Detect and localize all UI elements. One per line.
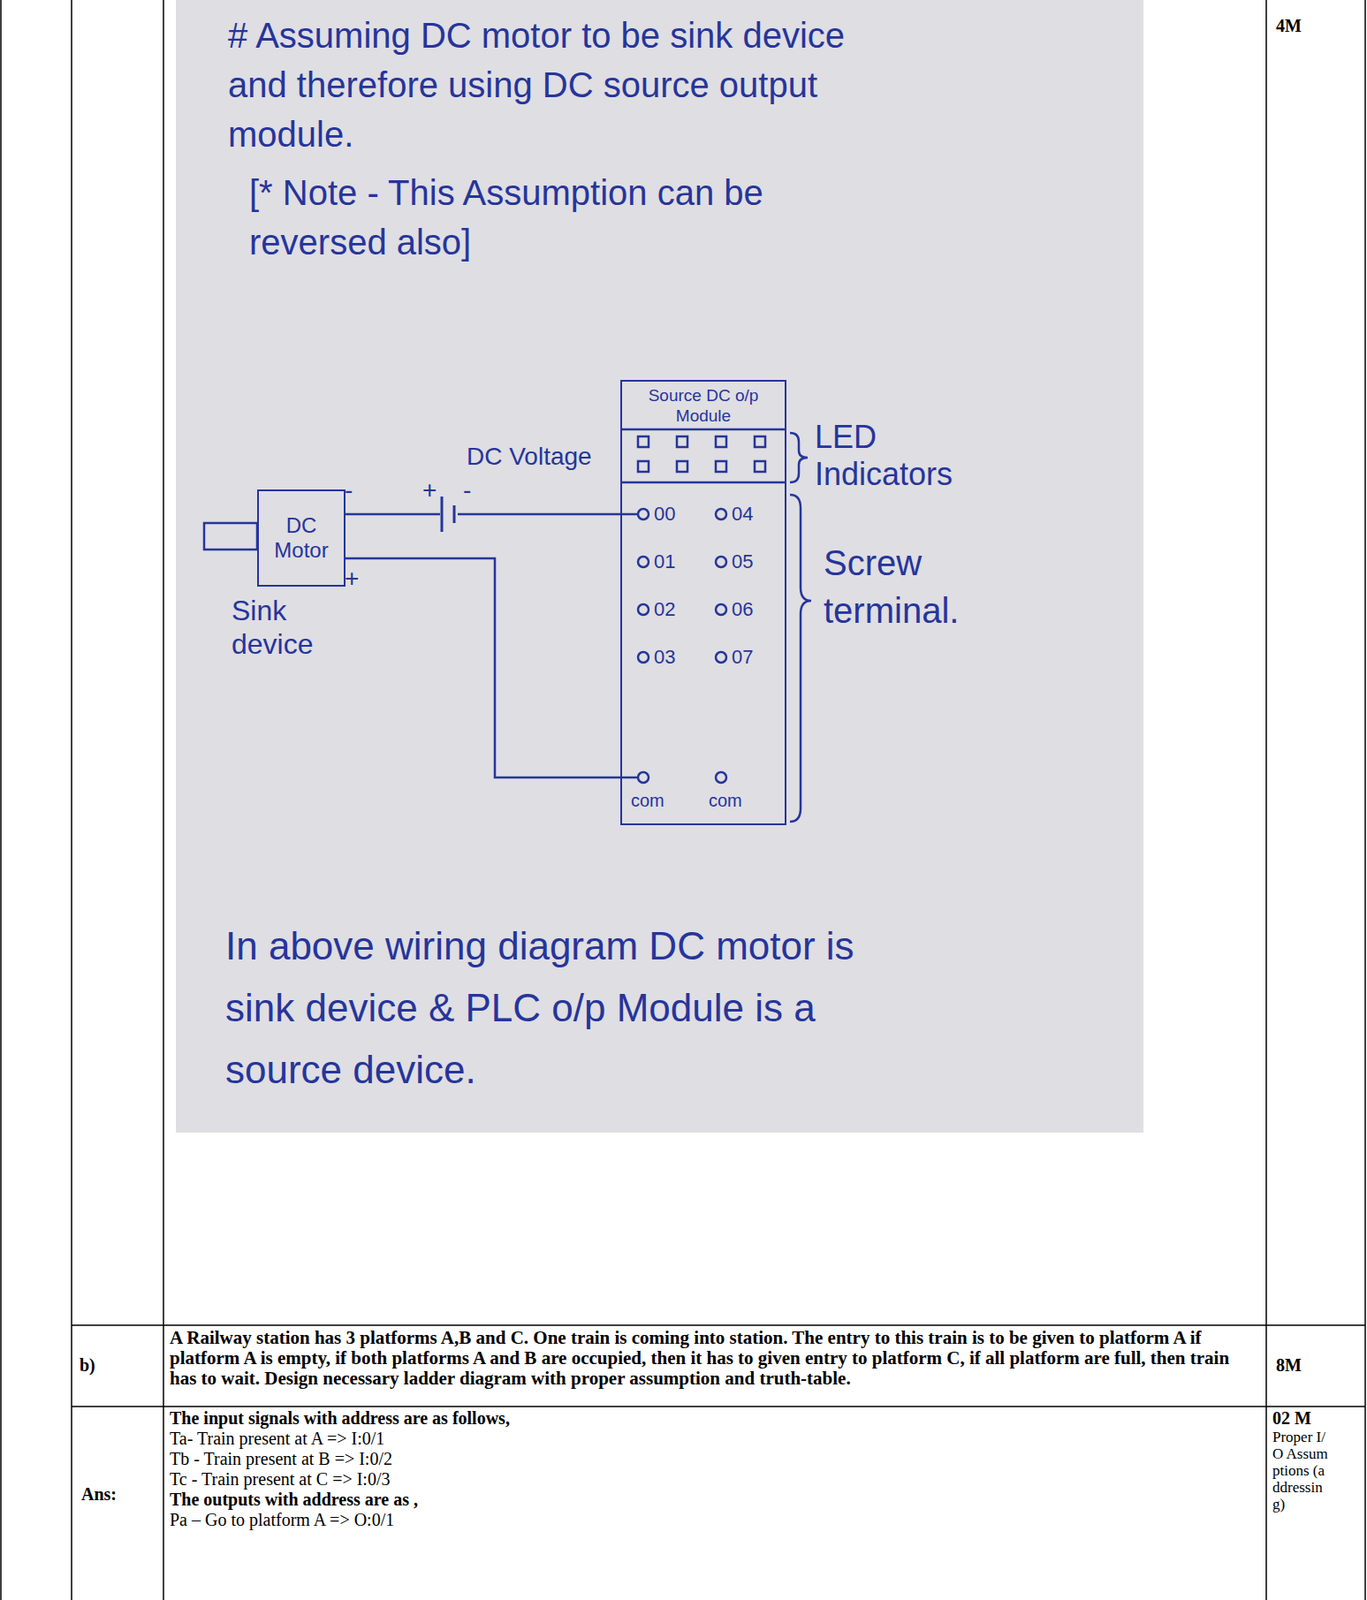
table-line (162, 0, 165, 1600)
screw-terminal (637, 508, 649, 520)
screw-terminal (637, 772, 649, 783)
handwritten-note: # Assuming DC motor to be sink device an… (227, 10, 847, 160)
screw-terminal (715, 652, 727, 663)
terminal-number: 02 (653, 598, 676, 622)
screw-terminal (715, 508, 727, 520)
callout-label: LED Indicators (814, 418, 983, 494)
curly-brace (789, 432, 808, 483)
wire (345, 558, 621, 778)
marks: 02 M (1272, 1408, 1361, 1429)
curly-brace (789, 494, 812, 822)
terminal-wire (620, 776, 638, 780)
terminal-number: 07 (731, 645, 753, 669)
screw-terminal (715, 556, 727, 568)
led-indicator (754, 461, 766, 472)
table-line (1265, 0, 1268, 1600)
led-indicator (715, 436, 727, 448)
terminal-number: 00 (653, 502, 676, 526)
marks-block: 02 MProper I/O Assumptions (addressing) (1272, 1408, 1361, 1513)
led-indicator (637, 436, 649, 448)
answer-heading: The input signals with address are as fo… (169, 1408, 1259, 1429)
wire (345, 513, 621, 517)
question-text: A Railway station has 3 platforms A,B an… (169, 1328, 1261, 1390)
handwritten-note: In above wiring diagram DC motor is sink… (225, 915, 897, 1102)
terminal-number: 01 (653, 550, 676, 574)
photo-ground (175, 0, 1144, 1133)
answer-tag: Ans: (81, 1484, 117, 1505)
answer-block: The input signals with address are as fo… (169, 1408, 1259, 1531)
box-label: DC Motor (265, 513, 337, 563)
table-line (0, 0, 2, 1600)
terminal-name: com (708, 789, 743, 812)
callout-label: Screw terminal. (823, 539, 1036, 635)
terminal-number: 06 (731, 598, 753, 622)
answer-line: Tc - Train present at C => I:0/3 (169, 1469, 1259, 1490)
terminal-number: 05 (731, 550, 753, 574)
answer-line: Ta- Train present at A => I:0/1 (169, 1428, 1259, 1450)
screw-terminal (637, 604, 649, 616)
device-label: Sink device (231, 593, 338, 661)
terminal-number: 03 (653, 645, 676, 669)
motor-shaft (204, 523, 258, 550)
marks: 4M (1275, 15, 1302, 37)
table-line (70, 0, 73, 1600)
terminal-name: com (630, 789, 665, 812)
battery-plate (440, 496, 444, 532)
marks-note: Proper I/O Assumptions (addressing) (1272, 1428, 1331, 1513)
voltage-label: DC Voltage (466, 441, 593, 471)
polarity-sign: - (463, 475, 471, 505)
screw-terminal (637, 556, 649, 568)
screw-terminal (637, 652, 649, 663)
polarity-sign: + (422, 475, 437, 505)
table-line (1364, 0, 1367, 1600)
led-indicator (637, 461, 649, 472)
polarity-sign: + (344, 563, 359, 593)
box-label: Source DC o/p Module (637, 385, 770, 426)
question-number: b) (79, 1355, 96, 1376)
led-indicator (676, 436, 688, 448)
led-indicator (754, 436, 766, 448)
module-divider (620, 428, 787, 432)
module-divider (620, 481, 787, 485)
polarity-sign: - (344, 475, 353, 505)
answer-heading: The outputs with address are as , (169, 1489, 1259, 1511)
terminal-wire (620, 513, 638, 517)
dc-motor-box: DC Motor (257, 489, 346, 587)
wiring-drawing (204, 429, 812, 822)
marks: 8M (1275, 1355, 1302, 1376)
terminal-number: 04 (731, 502, 753, 526)
output-module: Source DC o/p Module (620, 379, 787, 826)
wire-group (345, 514, 621, 778)
led-indicator (715, 461, 727, 472)
battery-gap (440, 493, 458, 536)
answer-line: Pa – Go to platform A => O:0/1 (169, 1510, 1259, 1531)
screw-terminal (715, 772, 727, 783)
screw-terminal (715, 604, 727, 616)
table-line (71, 1324, 1366, 1327)
battery-plate (453, 505, 456, 524)
table-line (71, 1405, 1366, 1408)
led-indicator (676, 461, 688, 472)
answer-line: Tb - Train present at B => I:0/2 (169, 1449, 1259, 1470)
handwritten-note: [* Note - This Assumption can be reverse… (249, 167, 868, 267)
battery-symbol (440, 493, 458, 536)
